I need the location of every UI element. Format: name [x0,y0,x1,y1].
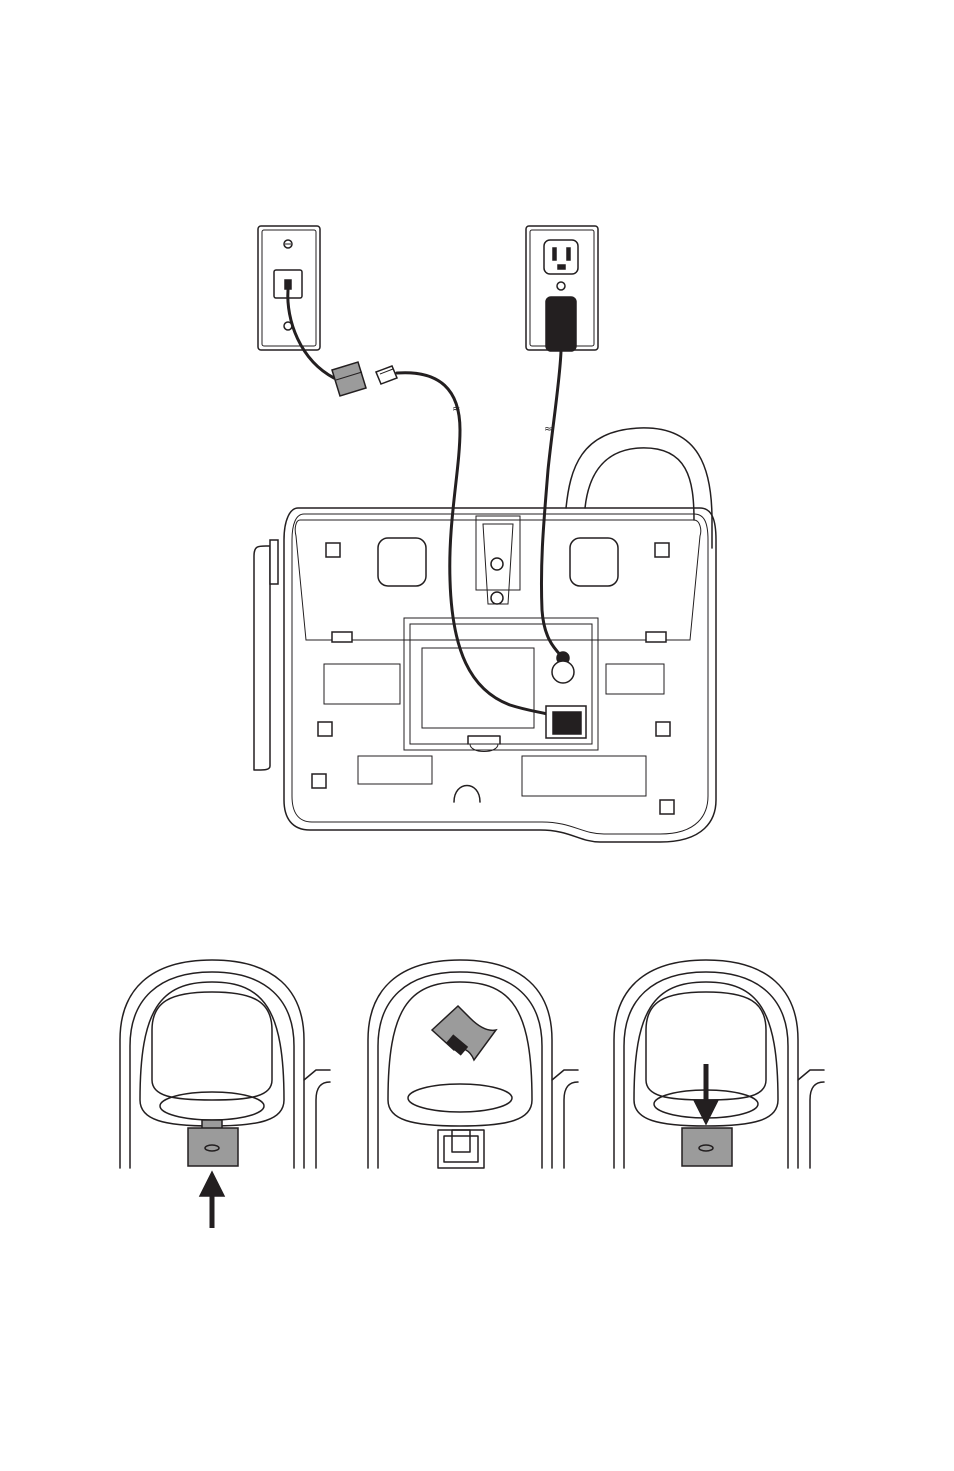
step-push-tab-up [120,960,330,1228]
svg-text:≈: ≈ [544,424,552,435]
step-rotate-tab [368,960,578,1168]
telephone-wall-jack [258,226,320,350]
svg-text:≈: ≈ [452,404,460,415]
step-insert-tab-down [614,960,824,1168]
telephone-base-bottom [254,428,716,842]
